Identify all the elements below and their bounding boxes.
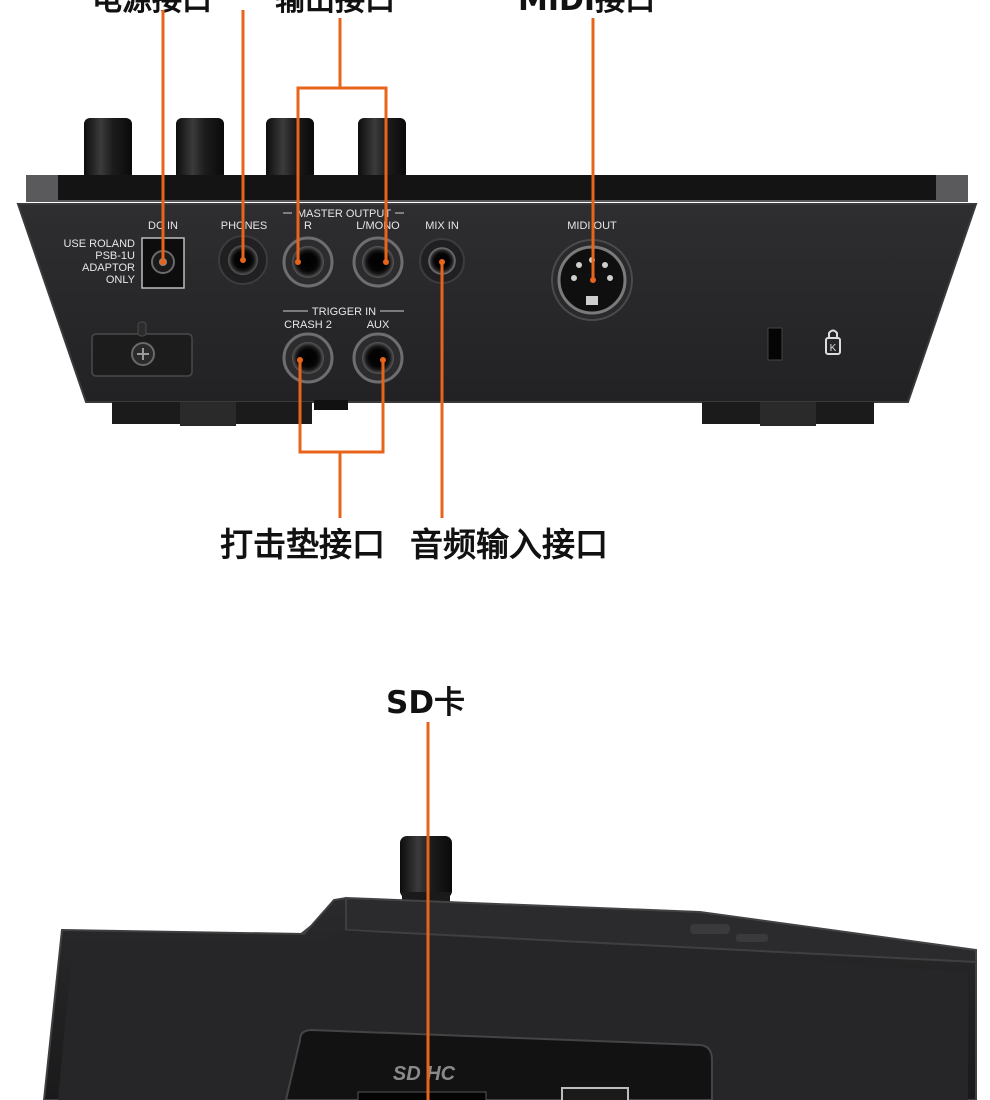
knob-icon	[400, 836, 452, 898]
callout-sd-card: SD卡	[386, 685, 466, 721]
sd-card-slot	[357, 1091, 487, 1100]
callout-power: 电源接口	[92, 0, 212, 18]
sd-logo: SD HC	[393, 1063, 456, 1085]
adaptor-note-line: ONLY	[106, 274, 136, 286]
crash2-label: CRASH 2	[284, 319, 332, 331]
output-r-jack	[292, 246, 324, 278]
output-r-label: R	[304, 220, 312, 232]
knob-icon	[358, 118, 406, 180]
knobs	[84, 118, 406, 180]
trigger-in-label: TRIGGER IN	[312, 306, 376, 318]
adaptor-note-line: USE ROLAND	[63, 238, 135, 250]
callout-output: 输出接口	[275, 0, 395, 18]
lock-icon: K	[825, 329, 841, 355]
svg-text:K: K	[830, 343, 837, 354]
aux-label: AUX	[367, 319, 390, 331]
output-l-label: L/MONO	[356, 220, 400, 232]
knob-icon	[84, 118, 132, 180]
callout-lines	[161, 10, 595, 518]
mix-in-label: MIX IN	[425, 220, 459, 232]
crash2-jack	[292, 342, 324, 374]
knob-icon	[266, 118, 314, 180]
knob-icon	[176, 118, 224, 180]
callout-midi: MIDI接口	[518, 0, 656, 18]
output-l-jack	[362, 246, 394, 278]
security-slot	[767, 327, 783, 361]
callout-trigger: 打击垫接口	[220, 525, 385, 564]
adaptor-note-line: ADAPTOR	[82, 262, 135, 274]
adaptor-note-line: PSB-1U	[95, 250, 135, 262]
master-output-label: MASTER OUTPUT	[297, 208, 391, 220]
aux-jack	[362, 342, 394, 374]
usb-port	[561, 1087, 629, 1100]
port-recess	[284, 1028, 713, 1100]
callout-mix-in: 音频输入接口	[410, 525, 608, 564]
